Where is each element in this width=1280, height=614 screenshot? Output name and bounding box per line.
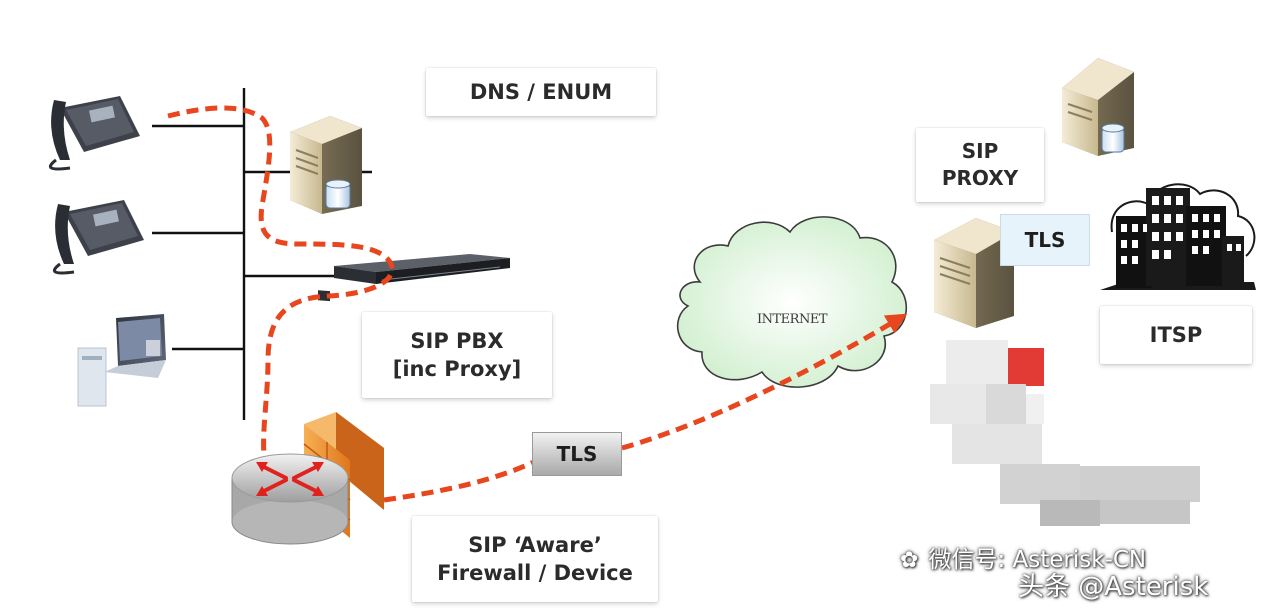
sip-pbx-label: SIP PBX [inc Proxy] xyxy=(362,312,552,398)
internet-label: INTERNET xyxy=(757,312,828,327)
router-icon xyxy=(231,453,349,545)
dns-enum-text: DNS / ENUM xyxy=(469,79,613,104)
firewall-subtext: Firewall / Device xyxy=(437,561,633,585)
sip-proxy-label: SIP PROXY xyxy=(916,128,1044,202)
sip-proxy-subtext: PROXY xyxy=(941,166,1019,190)
tls-middle-text: TLS xyxy=(556,442,598,466)
itsp-label: ITSP xyxy=(1100,306,1252,364)
laptop-icon xyxy=(77,314,166,407)
ip-phone-icon xyxy=(52,200,144,275)
tls-badge-right: TLS xyxy=(1000,214,1090,266)
toutiao-watermark: 头条 @Asterisk xyxy=(1018,566,1208,603)
dns-enum-label: DNS / ENUM xyxy=(426,68,656,116)
itsp-server-icon xyxy=(934,218,1014,328)
wechat-text: 微信号: Asterisk-CN xyxy=(928,547,1147,573)
toutiao-text: 头条 @Asterisk xyxy=(1018,572,1209,602)
sip-pbx-text: SIP PBX xyxy=(410,328,504,353)
tls-badge-middle: TLS xyxy=(532,432,622,476)
firewall-label: SIP ‘Aware’ Firewall / Device xyxy=(412,516,658,602)
dns-server-icon xyxy=(290,116,362,214)
sip-pbx-rack-icon xyxy=(318,254,510,302)
sip-pbx-subtext: [inc Proxy] xyxy=(392,357,522,381)
wechat-icon: ✿ xyxy=(900,548,919,573)
pixelated-region xyxy=(930,340,1200,526)
sip-proxy-text: SIP xyxy=(961,139,999,163)
ip-phone-icon xyxy=(48,96,140,171)
sip-proxy-server-icon xyxy=(1062,58,1134,156)
wechat-watermark: ✿ 微信号: Asterisk-CN xyxy=(900,540,1146,574)
firewall-text: SIP ‘Aware’ xyxy=(468,532,602,557)
office-building-icon xyxy=(1100,183,1256,290)
itsp-text: ITSP xyxy=(1149,322,1203,347)
signal-path xyxy=(167,105,908,503)
internet-cloud-icon xyxy=(677,216,907,388)
tls-right-text: TLS xyxy=(1024,228,1066,252)
